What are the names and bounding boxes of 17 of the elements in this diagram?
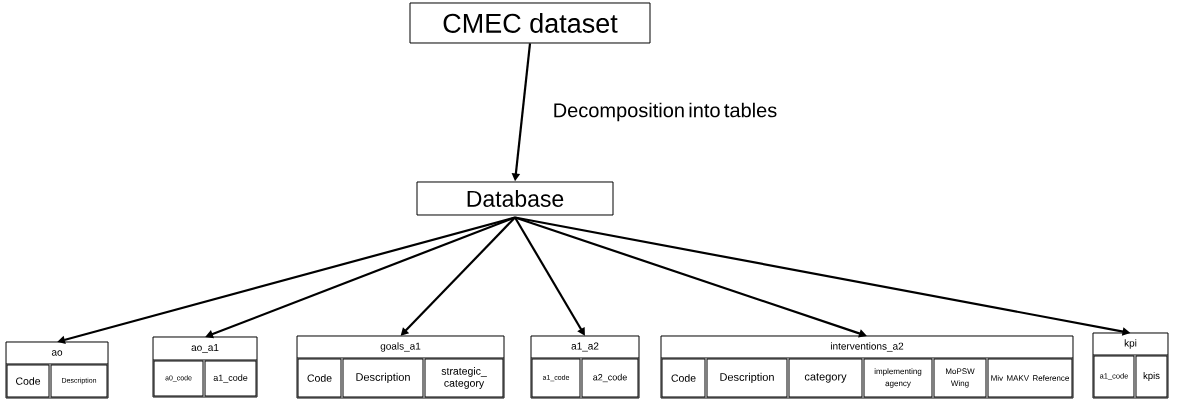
table-cell: Code <box>6 364 50 398</box>
table-cell: Code <box>297 358 342 398</box>
text-box: CMEC dataset <box>409 2 651 44</box>
table-cell: Code <box>661 358 706 398</box>
table-cell: a1_code <box>204 360 257 397</box>
edge-label: Decomposition into tables <box>551 101 779 123</box>
table-cell: Description <box>706 358 788 398</box>
table-cell: kpis <box>1135 355 1168 398</box>
table-cell: Description <box>342 358 424 398</box>
table-cell: MoPSW Wing <box>933 358 987 398</box>
table-cell: a2_code <box>581 358 639 398</box>
table-cell: category <box>788 358 863 398</box>
table-cell: implementing agency <box>863 358 933 398</box>
table-cell: strategic_ category <box>424 358 504 398</box>
table-cell: Miv MAKV Reference <box>987 358 1073 398</box>
arrow <box>514 216 585 336</box>
text-box: Database <box>416 181 614 216</box>
